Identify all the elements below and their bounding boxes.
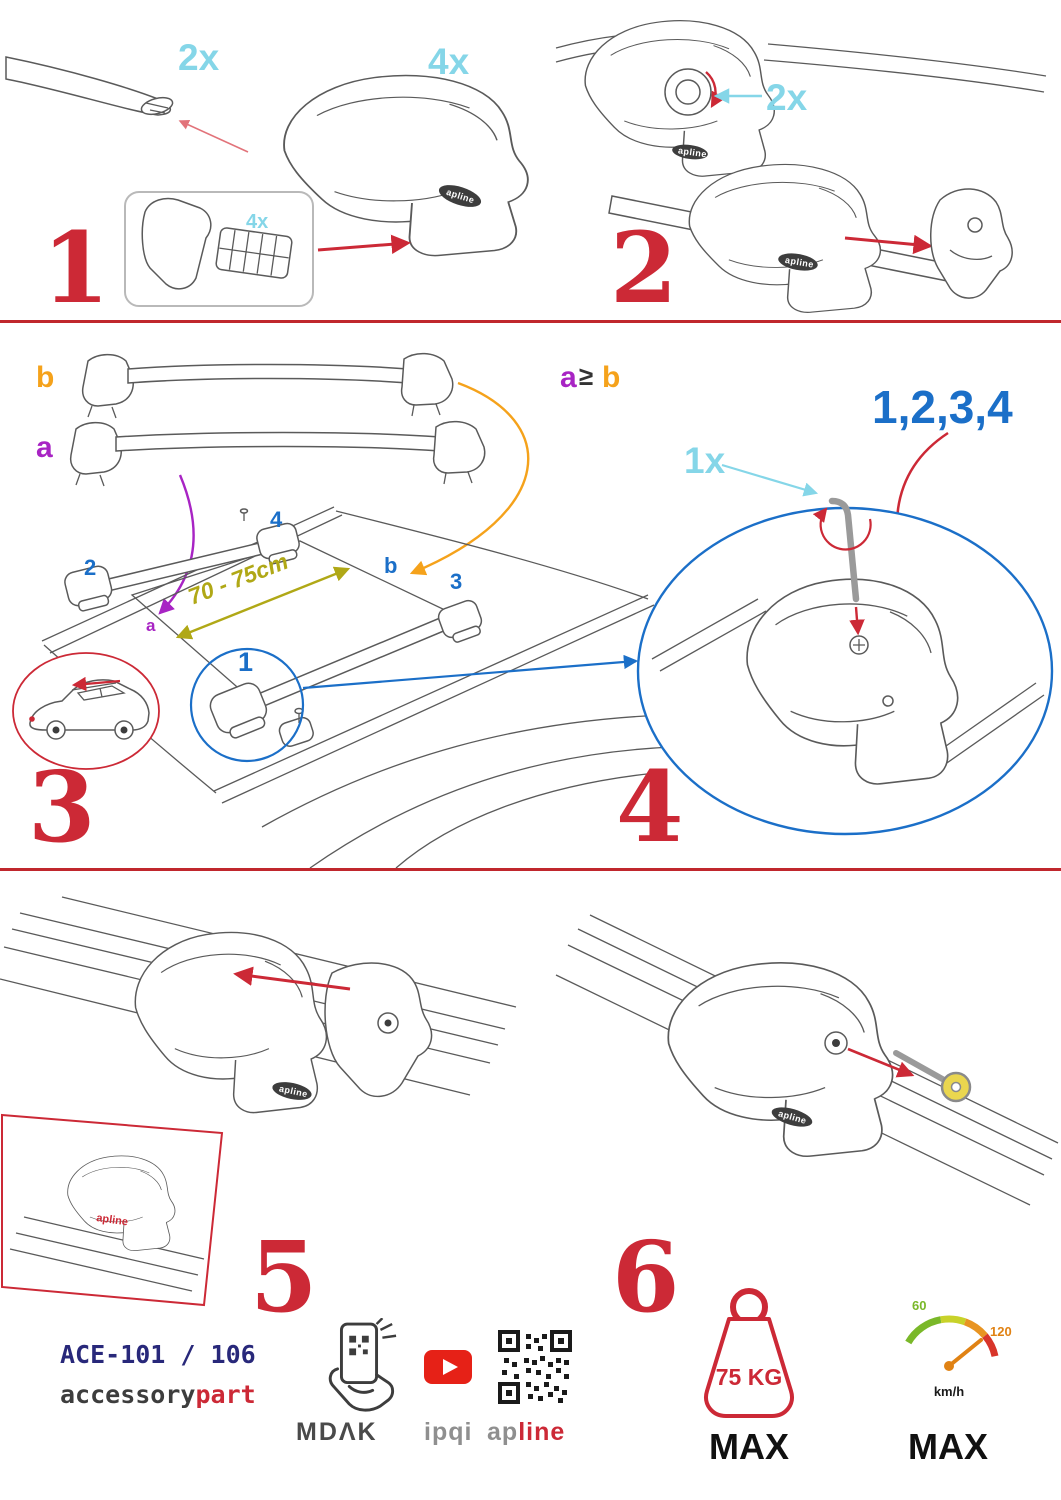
tightening-detail-drawing — [651, 497, 1045, 785]
speedometer-icon: 60 120 km/h — [905, 1298, 1012, 1399]
detail-link-arrow — [302, 654, 639, 690]
condition-b: b — [602, 361, 620, 394]
pad-qty-label: 4x — [246, 211, 268, 233]
step4-number: 4 — [616, 750, 684, 864]
crossbar-a-drawing — [69, 420, 486, 487]
endcap-install-arrow — [844, 234, 933, 255]
step6-number: 6 — [612, 1220, 680, 1320]
bar-b-roof-label: b — [384, 553, 397, 578]
apline-accent: line — [518, 1418, 566, 1446]
condition-op: ≥ — [579, 361, 593, 391]
key-rotate-arrow — [812, 507, 872, 551]
apline-logo-patch: apline — [438, 185, 482, 207]
gauge-high-label: 120 — [990, 1324, 1012, 1339]
brand-main: accessory — [60, 1380, 196, 1409]
step2-number: 2 — [610, 211, 678, 320]
bar-pointer-arrow — [178, 119, 249, 153]
tighten-sequence: 1,2,3,4 — [872, 381, 1013, 433]
key-qty-arrow — [721, 463, 819, 497]
model-number: ACE-101 / 106 — [60, 1340, 256, 1369]
weight-max-label: MAX — [709, 1426, 789, 1467]
zoom-inset-frame — [1, 1113, 224, 1307]
distance-arrow — [175, 566, 351, 640]
hand-scan-icon — [328, 1318, 397, 1412]
step1-number: 1 — [42, 211, 110, 320]
endcap-drawing — [930, 188, 1013, 299]
car-inset — [12, 652, 160, 770]
apline-logo-patch: apline — [778, 253, 818, 271]
section-divider — [0, 320, 1061, 323]
position-4-label: 4 — [270, 507, 283, 532]
detail-highlight-circle — [189, 647, 305, 763]
max-weight-value: 75 KG — [716, 1364, 782, 1390]
svg-text:apline: apline — [677, 145, 707, 159]
crossbar-b-drawing — [81, 352, 454, 419]
footer: ACE-101 / 106 accessorypart MDΛK ipqi — [0, 1280, 1061, 1500]
weight-limit-icon: 75 KG — [704, 1288, 794, 1418]
key-press-arrow — [849, 606, 865, 636]
ipqi-logo: ipqi — [424, 1418, 473, 1446]
speed-max-label: MAX — [908, 1426, 988, 1467]
gauge-needle — [947, 1338, 983, 1368]
steps-3-4-panel: b a a b 2 4 — [12, 352, 1054, 868]
bar-qty-label: 2x — [178, 37, 220, 78]
allen-key-drawing — [828, 497, 860, 603]
foot-qty-label: 4x — [428, 41, 470, 82]
apline-logo-text: apline — [96, 1212, 129, 1228]
position-3-label: 3 — [450, 569, 462, 594]
apline-logo-patch: apline — [771, 1107, 813, 1127]
bar-a-roof-label: a — [146, 616, 156, 635]
steps-1-2-panel: 2x apline 4x 4x 1 apline 2x apline — [5, 20, 1047, 320]
key-insert-arrow — [847, 1047, 915, 1078]
key-qty-label: 1x — [684, 440, 726, 481]
brand-logo: accessorypart — [60, 1380, 256, 1409]
bar-b-label: b — [36, 361, 54, 394]
cover-install-arrow — [233, 966, 351, 991]
bar-b-pointer-arrow — [409, 381, 530, 576]
knob-rotate-arrow — [705, 71, 726, 109]
speed-unit-label: km/h — [934, 1384, 964, 1399]
knob-qty-label: 2x — [766, 77, 808, 118]
rubber-pad-inset: 4x — [124, 191, 411, 307]
position-2-label: 2 — [84, 555, 96, 580]
pad-install-arrow — [317, 234, 411, 255]
apline-logo-patch: apline — [272, 1082, 312, 1100]
position-1-label: 1 — [238, 647, 253, 677]
step5-number: 5 — [250, 1220, 318, 1320]
lock-cover-drawing — [324, 962, 433, 1098]
qr-code — [498, 1330, 572, 1404]
step6-drawing: apline — [555, 914, 1059, 1206]
gauge-low-label: 60 — [912, 1298, 926, 1313]
crossbar-profile-drawing — [5, 56, 174, 116]
brand-accent: part — [195, 1380, 256, 1409]
steps-5-6-panel: apline apline 5 apline 6 — [0, 896, 1059, 1320]
step5-drawing: apline apline — [0, 896, 517, 1307]
section-divider — [0, 868, 1061, 871]
apline-logo-patch: apline — [672, 144, 708, 160]
mdak-logo: MDΛK — [296, 1418, 378, 1446]
bar-a-label: a — [36, 431, 53, 464]
svg-text:apline: apline — [784, 255, 814, 270]
condition-a: a — [560, 361, 577, 394]
step3-number: 3 — [28, 750, 96, 864]
bar-a-pointer-arrow — [158, 474, 195, 615]
apline-prefix: ap — [487, 1418, 519, 1446]
lock-key-drawing — [893, 1050, 972, 1103]
apline-logo: apline — [487, 1418, 565, 1447]
foot-drawing-step1 — [283, 74, 529, 257]
youtube-icon — [424, 1350, 472, 1384]
